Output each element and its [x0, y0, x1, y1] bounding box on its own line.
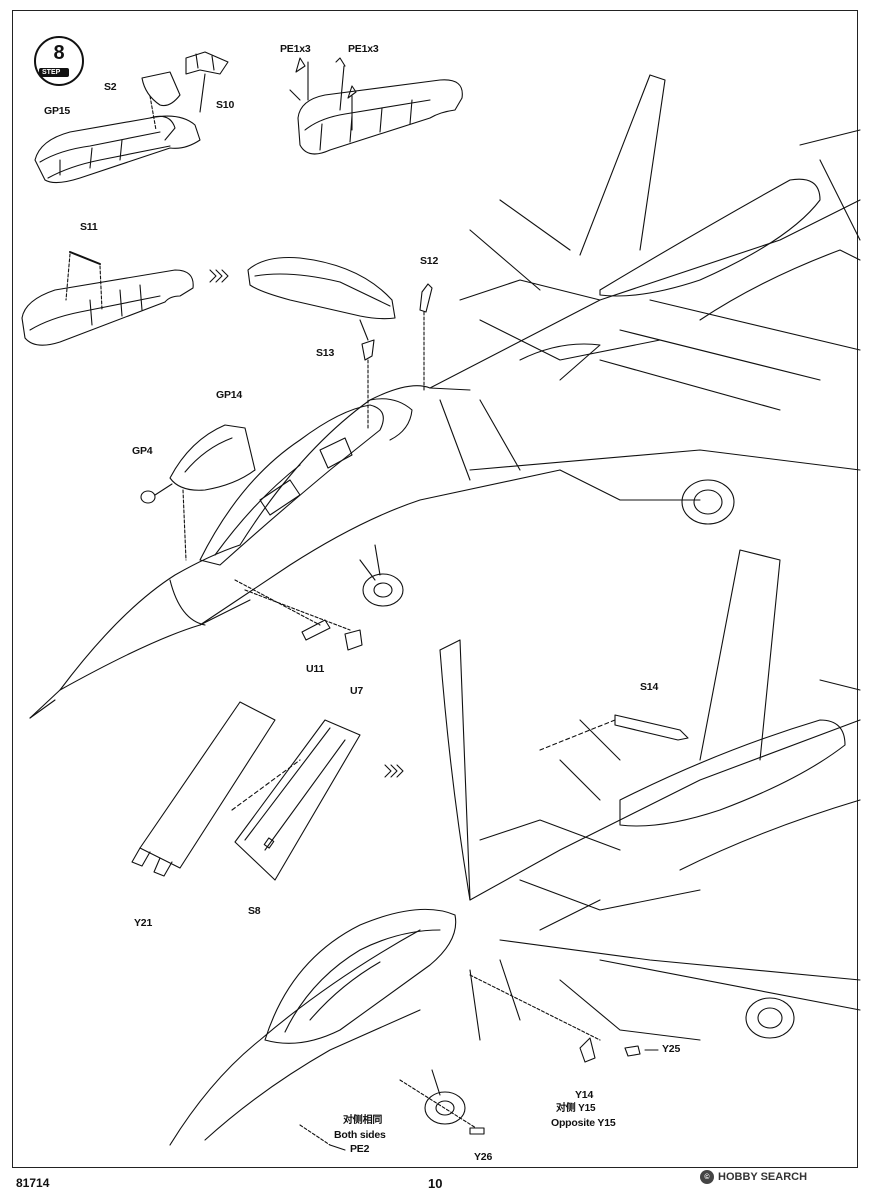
- leader-lines-lower: [299, 974, 659, 1151]
- label-u11: U11: [306, 663, 325, 675]
- label-y21: Y21: [134, 917, 153, 929]
- label-pe1x3-b: PE1x3: [348, 43, 379, 55]
- watermark-text: HOBBY SEARCH: [718, 1171, 808, 1183]
- label-pe2: PE2: [350, 1143, 370, 1155]
- panel-y21: [131, 701, 276, 877]
- label-gp15: GP15: [44, 105, 71, 117]
- label-s14: S14: [640, 681, 659, 693]
- label-s11: S11: [80, 221, 98, 233]
- canopy-part: [247, 256, 396, 431]
- upper-aircraft: [29, 74, 861, 719]
- kit-code: 81714: [16, 1176, 50, 1190]
- label-u7: U7: [350, 685, 364, 697]
- label-s10: S10: [216, 99, 235, 111]
- label-y14: Y14: [575, 1089, 594, 1101]
- step-number: 8: [53, 42, 65, 64]
- arrow-chevrons-middle: [384, 764, 404, 778]
- panel-s8: [234, 719, 361, 881]
- part-u11-u7: [234, 579, 363, 651]
- label-y26: Y26: [474, 1151, 493, 1163]
- subassembly-gp15: [34, 51, 229, 184]
- page-frame: [12, 10, 858, 1168]
- label-s12: S12: [420, 255, 439, 267]
- label-gp4: GP4: [132, 445, 153, 457]
- watermark: © HOBBY SEARCH: [700, 1170, 807, 1184]
- step-badge: 8 STEP: [34, 36, 84, 86]
- part-s12: [419, 283, 433, 391]
- part-gp14-gp4: [140, 424, 256, 561]
- label-both-cn: 对侧相同: [343, 1115, 383, 1126]
- subassembly-intake-pe: [289, 57, 463, 155]
- label-s2: S2: [104, 81, 117, 93]
- label-both-en: Both sides: [334, 1129, 386, 1141]
- label-gp14: GP14: [216, 389, 243, 401]
- page-number: 10: [428, 1176, 443, 1191]
- label-y15-en: Opposite Y15: [551, 1117, 616, 1129]
- arrow-chevrons-top: [209, 269, 229, 283]
- part-s14: [539, 714, 689, 751]
- subassembly-s11: [21, 251, 194, 346]
- watermark-logo-icon: ©: [700, 1170, 714, 1184]
- lower-aircraft: [169, 549, 861, 1146]
- label-s13: S13: [316, 347, 335, 359]
- label-pe1x3-a: PE1x3: [280, 43, 311, 55]
- label-s8: S8: [248, 905, 261, 917]
- step-label: STEP: [39, 68, 70, 77]
- label-y25: Y25: [662, 1043, 681, 1055]
- label-y15-cn: 对侧 Y15: [556, 1103, 596, 1114]
